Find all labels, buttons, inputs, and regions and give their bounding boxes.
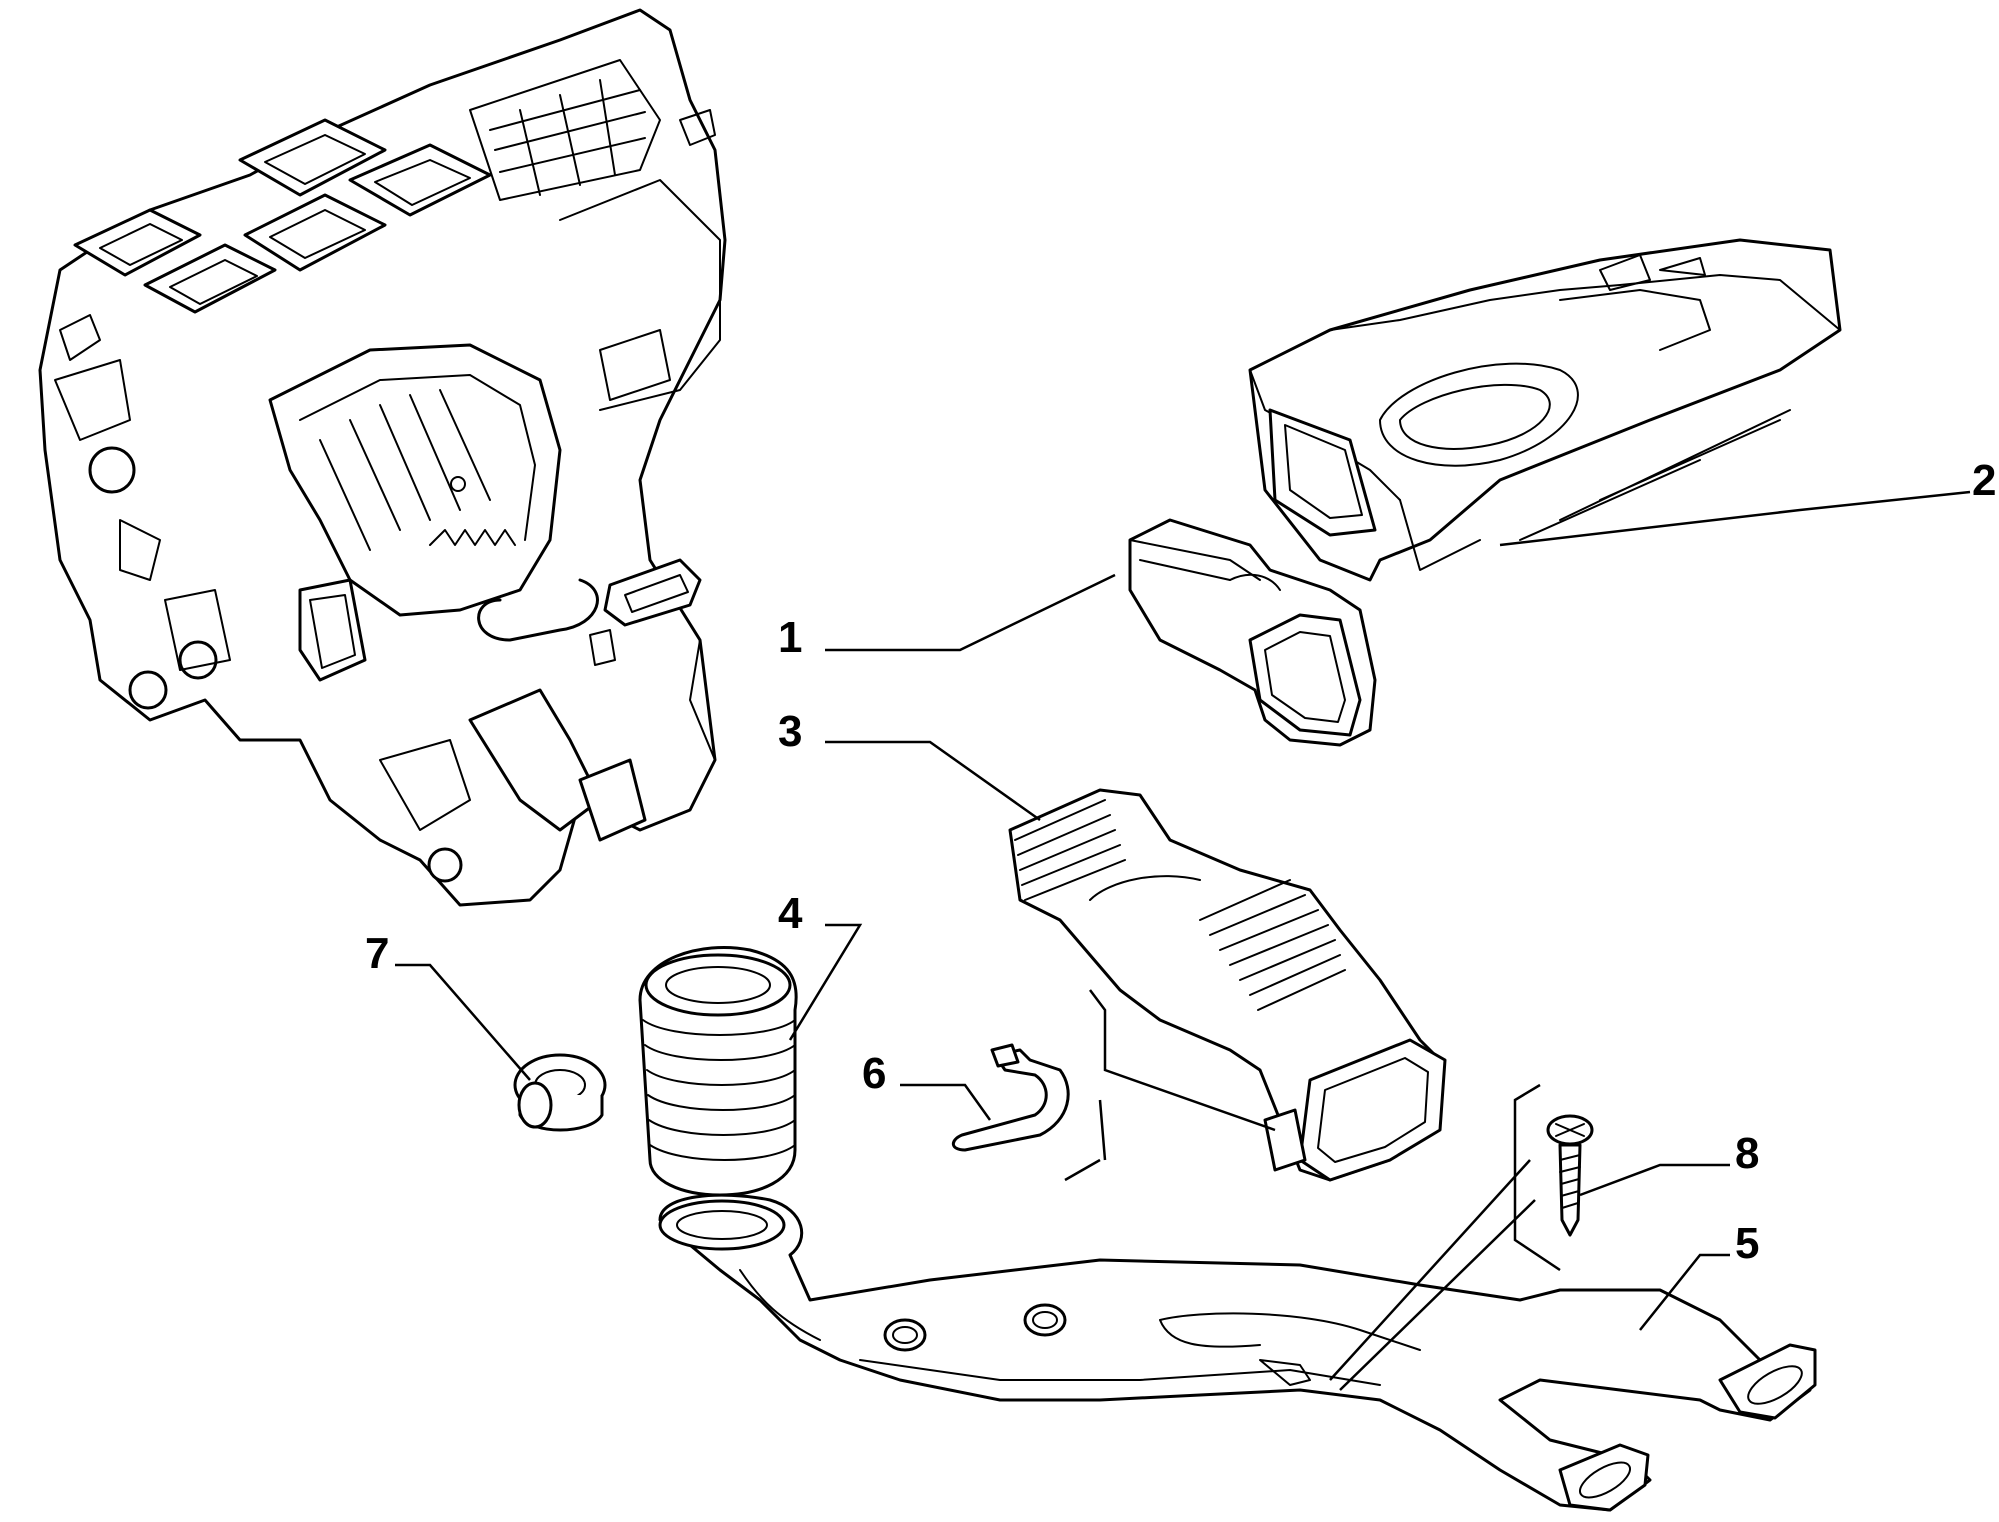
- callout-3: 3: [778, 707, 802, 756]
- callout-8: 8: [1735, 1129, 1759, 1178]
- callout-5: 5: [1735, 1219, 1759, 1268]
- part-2-air-duct-housing: [1248, 238, 1842, 582]
- leader-line-4: [788, 923, 863, 1041]
- leader-lines: [395, 490, 1971, 1331]
- part-1-duct-connector: [1128, 518, 1377, 747]
- part-8-screw: [1546, 1114, 1594, 1237]
- leader-line-5: [1639, 1253, 1730, 1331]
- callout-2: 2: [1972, 456, 1996, 505]
- part-3-corrugated-duct: [1008, 788, 1447, 1182]
- leader-line-2: [1499, 490, 1971, 547]
- part-5-floor-duct: [658, 1193, 1817, 1512]
- leader-line-6: [900, 1083, 992, 1121]
- leader-line-3: [825, 740, 1041, 822]
- part-7-grommet: [513, 1053, 607, 1132]
- reference-lines: [1064, 989, 1561, 1391]
- callout-7: 7: [365, 929, 389, 978]
- part-4-bellows: [638, 945, 798, 1197]
- leader-line-8: [1579, 1163, 1730, 1197]
- leader-line-1: [825, 573, 1116, 652]
- part-6-clip: [951, 1043, 1070, 1152]
- callout-4: 4: [778, 889, 803, 938]
- callout-1: 1: [778, 613, 802, 662]
- callout-labels: 1 2 3 4 5 6 7 8: [365, 456, 1996, 1268]
- heater-unit-assembly: [38, 8, 727, 907]
- leader-line-7: [395, 963, 531, 1081]
- callout-6: 6: [862, 1049, 886, 1098]
